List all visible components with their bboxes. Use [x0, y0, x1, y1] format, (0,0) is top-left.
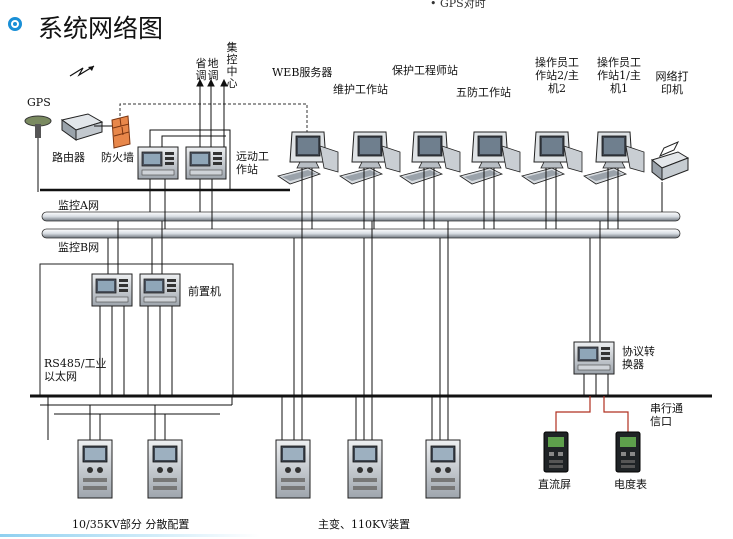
- bay-device-1: [77, 439, 113, 499]
- gps-antenna-icon: [24, 115, 52, 192]
- dispatch-provincial-label: 省调: [195, 57, 207, 82]
- firewall-label: 防火墙: [101, 151, 134, 164]
- bay-device-4: [347, 439, 383, 499]
- monitor-net-a-pipe: [41, 211, 681, 222]
- network-printer-label: 网络打印机: [655, 70, 689, 96]
- protection-station-label: 保护工程师站: [392, 64, 458, 77]
- protocol-converter-rack: [573, 341, 615, 375]
- printer-icon: [650, 141, 690, 182]
- bay-device-5: [425, 439, 461, 499]
- dc-panel-label: 直流屏: [538, 478, 571, 491]
- telecontrol-station-label: 远动工作站: [236, 150, 269, 176]
- operator-station-1-label: 操作员工作站1/主机1: [597, 56, 641, 95]
- maintenance-station-label: 维护工作站: [333, 83, 388, 96]
- router-label: 路由器: [52, 151, 85, 164]
- firewall-icon: [111, 115, 131, 149]
- five-prevention-pc: [459, 131, 521, 185]
- protocol-converter-label: 协议转换器: [622, 345, 655, 371]
- operator-station-2-label: 操作员工作站2/主机2: [535, 56, 579, 95]
- energy-meter-label: 电度表: [614, 478, 647, 491]
- web-server-label: WEB服务器: [272, 66, 333, 79]
- bay-device-3: [275, 439, 311, 499]
- front-processor-label: 前置机: [188, 285, 221, 298]
- title-bullet-icon: [8, 17, 22, 31]
- bay-device-2: [147, 439, 183, 499]
- telecontrol-rack-2: [185, 146, 227, 180]
- energy-meter-device: [615, 431, 641, 473]
- main-transformer-label: 主变、110KV装置: [318, 518, 411, 531]
- protection-engineer-pc: [399, 131, 461, 185]
- rs485-label: RS485/工业以太网: [44, 357, 107, 383]
- dc-panel-device: [543, 431, 569, 473]
- web-server-pc: [277, 131, 339, 185]
- front-processor-rack-1: [91, 273, 133, 307]
- control-center-label: 集控中心: [226, 41, 238, 90]
- distributed-config-label: 10/35KV部分 分散配置: [72, 518, 190, 531]
- five-prevention-label: 五防工作站: [456, 86, 511, 99]
- router-icon: [60, 113, 104, 141]
- front-processor-rack-2: [139, 273, 181, 307]
- page-title: 系统网络图: [38, 14, 164, 43]
- dispatch-local-label: 地调: [207, 57, 219, 82]
- wan-link-icon: [69, 65, 95, 77]
- monitor-net-b-pipe: [41, 228, 681, 239]
- monitor-net-a-label: 监控A网: [58, 199, 99, 212]
- operator-1-pc: [583, 131, 645, 185]
- operator-2-pc: [521, 131, 583, 185]
- gps-label: GPS: [27, 96, 51, 109]
- decorative-bottom-line: [0, 534, 260, 537]
- maintenance-pc: [339, 131, 401, 185]
- telecontrol-rack-1: [137, 146, 179, 180]
- gps-sync-note: • GPS对时: [430, 0, 486, 10]
- monitor-net-b-label: 监控B网: [58, 241, 100, 254]
- serial-comm-label: 串行通信口: [650, 402, 683, 428]
